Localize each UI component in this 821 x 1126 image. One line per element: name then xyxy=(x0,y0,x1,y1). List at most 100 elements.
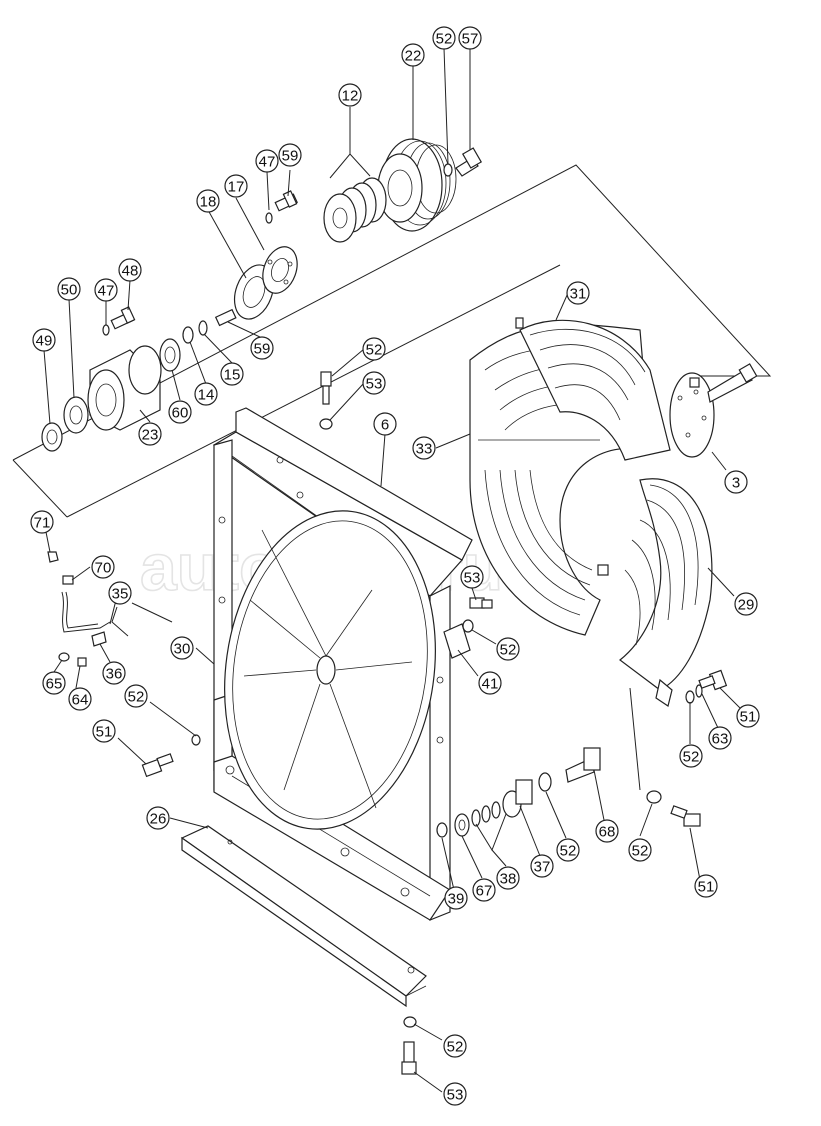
washer-52-mid xyxy=(462,619,474,633)
callout-circle xyxy=(595,819,619,843)
callout-circle xyxy=(373,412,397,436)
callout-circle xyxy=(30,510,54,534)
washer-53-top xyxy=(319,418,333,430)
callout-15: 15 xyxy=(220,362,244,386)
callout-number: 52 xyxy=(560,843,577,860)
callout-number: 37 xyxy=(534,859,551,876)
callout-number: 39 xyxy=(448,891,465,908)
callout-circle xyxy=(32,328,56,352)
callout-circle xyxy=(412,436,436,460)
callout-57: 57 xyxy=(458,26,482,50)
fan-guard-31 xyxy=(515,317,671,461)
callout-number: 47 xyxy=(259,154,276,171)
callout-number: 52 xyxy=(683,749,700,766)
callout-circle xyxy=(124,684,148,708)
washer-47-left xyxy=(102,324,110,336)
callout-number: 3 xyxy=(732,475,740,492)
callout-number: 52 xyxy=(447,1039,464,1056)
callout-48: 48 xyxy=(118,258,142,282)
callout-number: 22 xyxy=(405,48,422,65)
callout-circle xyxy=(220,362,244,386)
callout-circle xyxy=(196,189,220,213)
callout-circle xyxy=(338,83,362,107)
callout-number: 36 xyxy=(106,666,123,683)
pipe-35 xyxy=(61,591,111,633)
callout-number: 67 xyxy=(476,883,493,900)
callout-circle xyxy=(694,874,718,898)
fitting-71 xyxy=(47,551,59,563)
callout-number: 14 xyxy=(198,387,215,404)
callout-26: 26 xyxy=(146,806,170,830)
callout-circle xyxy=(458,26,482,50)
washer-52-lower-right xyxy=(646,790,662,804)
pulley-22 xyxy=(377,138,457,232)
callout-circle xyxy=(734,592,758,616)
callout-30: 30 xyxy=(170,636,194,660)
callout-circle xyxy=(255,149,279,173)
callout-circle xyxy=(472,878,496,902)
callout-number: 18 xyxy=(200,194,217,211)
spacer-pack-12 xyxy=(323,177,387,243)
washer-14 xyxy=(182,326,194,344)
washer-63 xyxy=(695,684,703,698)
callout-number: 31 xyxy=(570,286,587,303)
washer-52-right xyxy=(685,690,695,704)
callout-number: 59 xyxy=(254,341,271,358)
bolt-59-mid xyxy=(214,308,237,327)
callout-number: 52 xyxy=(436,31,453,48)
callout-number: 57 xyxy=(462,31,479,48)
callout-circle xyxy=(444,886,468,910)
callout-circle xyxy=(250,336,274,360)
callout-59: 59 xyxy=(250,336,274,360)
drive-assembly-frame xyxy=(12,164,772,518)
callout-3: 3 xyxy=(724,470,748,494)
callout-number: 12 xyxy=(342,88,359,105)
fan-guard-29 xyxy=(597,478,713,691)
callout-number: 52 xyxy=(500,642,517,659)
callout-circle xyxy=(68,687,92,711)
bolt-48 xyxy=(110,306,136,330)
callout-18: 18 xyxy=(196,189,220,213)
callout-number: 51 xyxy=(740,709,757,726)
bearing-60 xyxy=(159,338,181,372)
callout-circle xyxy=(530,854,554,878)
callout-circle xyxy=(566,281,590,305)
callout-number: 65 xyxy=(46,676,63,693)
callout-53: 53 xyxy=(362,371,386,395)
callout-53: 53 xyxy=(460,565,484,589)
callout-number: 70 xyxy=(95,560,112,577)
callout-circle xyxy=(108,581,132,605)
callout-circle xyxy=(556,838,580,862)
callout-number: 53 xyxy=(366,376,383,393)
callout-number: 49 xyxy=(36,333,53,350)
fan-guard-bracket xyxy=(655,678,673,707)
callout-circle xyxy=(401,43,425,67)
bracket-41 xyxy=(443,623,471,659)
callout-39: 39 xyxy=(444,886,468,910)
callout-circle xyxy=(432,26,456,50)
callout-circle xyxy=(443,1082,467,1106)
washer-15 xyxy=(198,320,208,336)
callout-17: 17 xyxy=(224,174,248,198)
callout-51: 51 xyxy=(694,874,718,898)
callout-47: 47 xyxy=(94,278,118,302)
callout-71: 71 xyxy=(30,510,54,534)
callout-circle xyxy=(628,838,652,862)
hub-17 xyxy=(262,246,298,294)
callout-41: 41 xyxy=(478,671,502,695)
callout-circle xyxy=(362,371,386,395)
callout-number: 38 xyxy=(500,871,517,888)
callout-52: 52 xyxy=(496,637,520,661)
bolt-51-lower-right xyxy=(670,805,701,827)
callout-number: 47 xyxy=(98,283,115,300)
callout-37: 37 xyxy=(530,854,554,878)
callout-52: 52 xyxy=(432,26,456,50)
fitting-70 xyxy=(62,575,74,585)
callout-circle xyxy=(496,866,520,890)
callout-number: 50 xyxy=(61,282,78,299)
callout-68: 68 xyxy=(595,819,619,843)
callout-number: 23 xyxy=(142,427,159,444)
callout-circle xyxy=(478,671,502,695)
callout-51: 51 xyxy=(92,719,116,743)
